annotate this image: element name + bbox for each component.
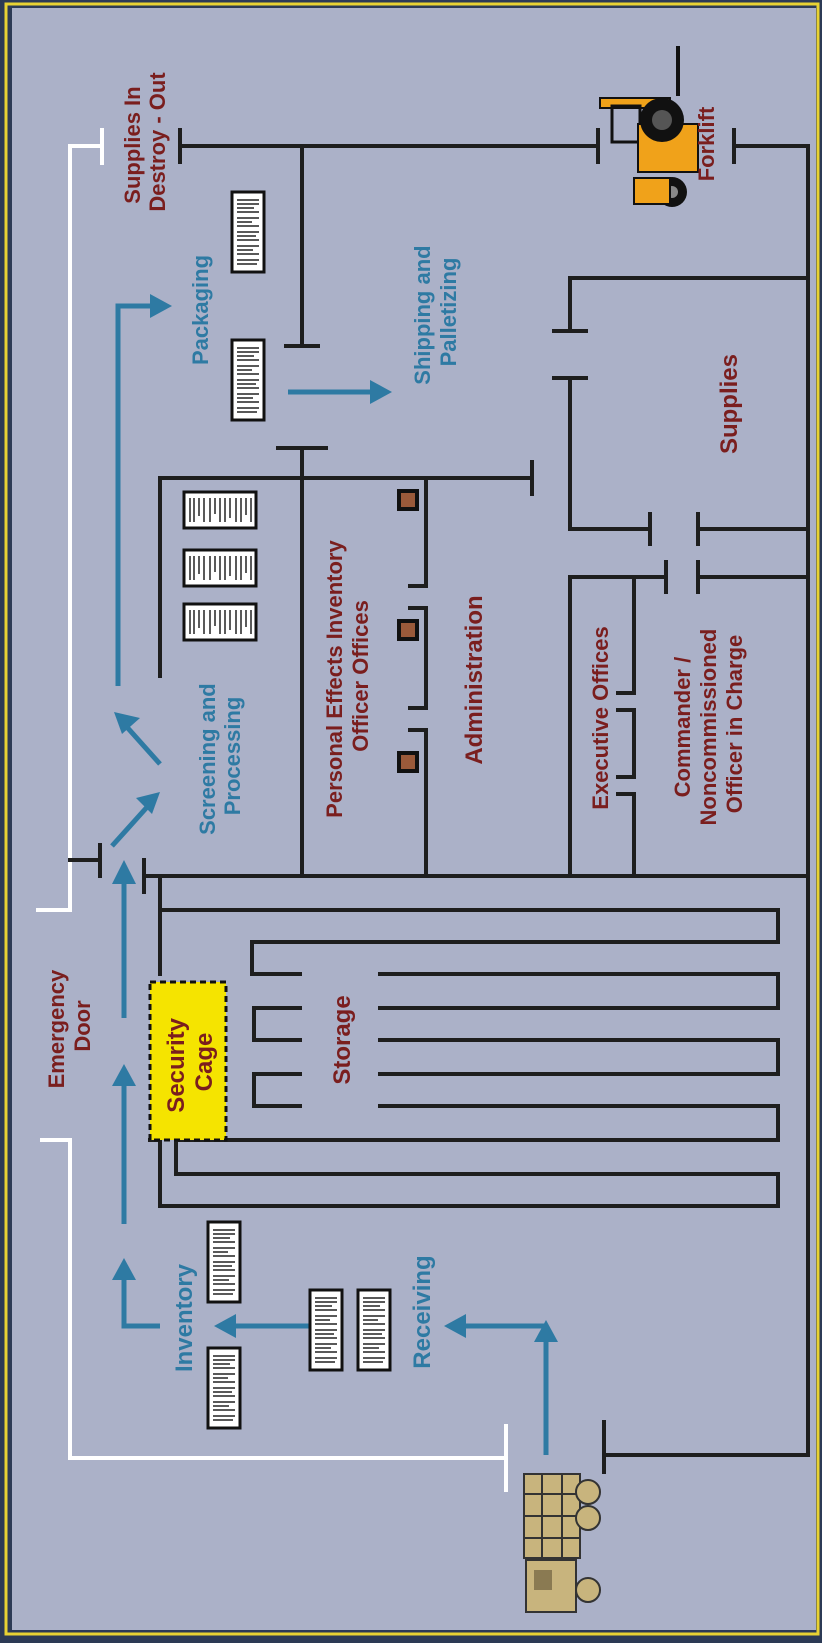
desk-icon — [397, 751, 419, 773]
supplies-in-destroy-out-label: Supplies In Destroy - Out — [120, 72, 170, 212]
white-boundary — [36, 128, 508, 1492]
pallet-icon — [206, 1346, 242, 1430]
inner-frame — [4, 2, 820, 1636]
screening-processing-label: Screening and Processing — [195, 677, 245, 835]
flow-arrows — [110, 294, 558, 1455]
pallet-icon — [182, 490, 258, 530]
personal-effects-label: Personal Effects Inventory Officer Offic… — [322, 534, 373, 818]
forklift-label: Forklift — [694, 106, 719, 181]
receiving-label: Receiving — [409, 1255, 436, 1368]
pallet-icon — [182, 602, 258, 642]
executive-offices-label: Executive Offices — [588, 626, 613, 809]
security-cage-area — [148, 980, 228, 1142]
pallet-icon — [356, 1288, 392, 1372]
inventory-label: Inventory — [171, 1263, 198, 1372]
pallet-icon — [230, 338, 266, 422]
pallet-icon — [206, 1220, 242, 1304]
pallet-icon — [230, 190, 266, 274]
storage-racks — [148, 874, 780, 1208]
commander-ncoic-label: Commander / Noncommissioned Officer in C… — [670, 623, 747, 826]
pallet-icon — [308, 1288, 344, 1372]
military-truck-icon — [523, 1473, 601, 1613]
forklift-icon — [599, 46, 699, 207]
pallet-icon — [182, 548, 258, 588]
shipping-palletizing-label: Shipping and Palletizing — [410, 239, 461, 384]
emergency-door-label: Emergency Door — [44, 964, 95, 1089]
packaging-label: Packaging — [188, 255, 213, 365]
labels: Emergency Door Supplies In Destroy - Out… — [44, 72, 747, 1372]
desk-icon — [397, 619, 419, 641]
storage-label: Storage — [329, 995, 356, 1084]
desk-icon — [397, 489, 419, 511]
security-cage-label: Security Cage — [163, 1011, 218, 1112]
administration-label: Administration — [461, 595, 488, 764]
walls — [68, 128, 810, 1474]
supplies-label: Supplies — [716, 354, 743, 454]
